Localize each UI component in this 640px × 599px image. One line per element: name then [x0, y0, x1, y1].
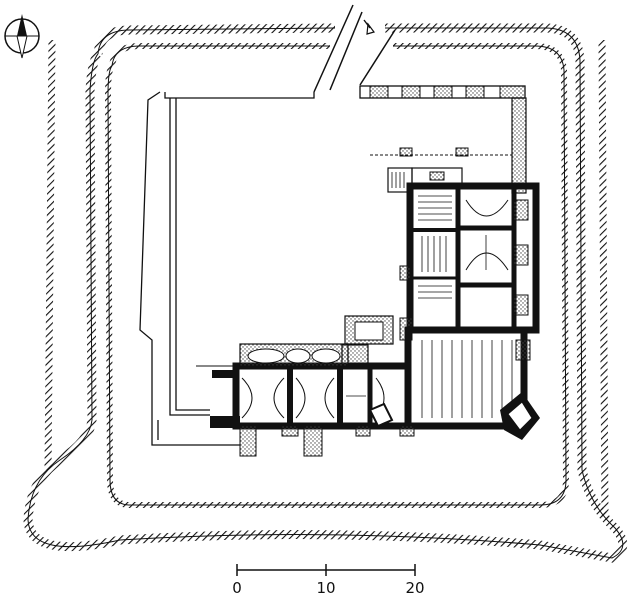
outer-moat-edge	[27, 27, 624, 559]
great-hall	[404, 326, 540, 440]
scale-label-20: 20	[405, 579, 424, 597]
east-wall	[370, 97, 527, 194]
inner-moat-edge	[107, 45, 567, 506]
northeast-tower	[399, 182, 540, 334]
entrance-arrow-icon	[363, 19, 376, 35]
courtyard-cistern	[341, 315, 413, 366]
north-wall	[359, 85, 526, 99]
outer-slope-left	[44, 39, 56, 471]
scale-label-10: 10	[316, 579, 335, 597]
scale-label-0: 0	[232, 579, 242, 597]
inner-moat-rampart	[104, 43, 570, 508]
scale-bar: 0 10 20	[232, 564, 425, 597]
curtain-wall	[139, 91, 315, 446]
entrance-bridge	[313, 4, 396, 93]
outer-slope-right	[598, 39, 609, 521]
south-range	[196, 343, 415, 457]
north-arrow-icon	[4, 14, 40, 59]
